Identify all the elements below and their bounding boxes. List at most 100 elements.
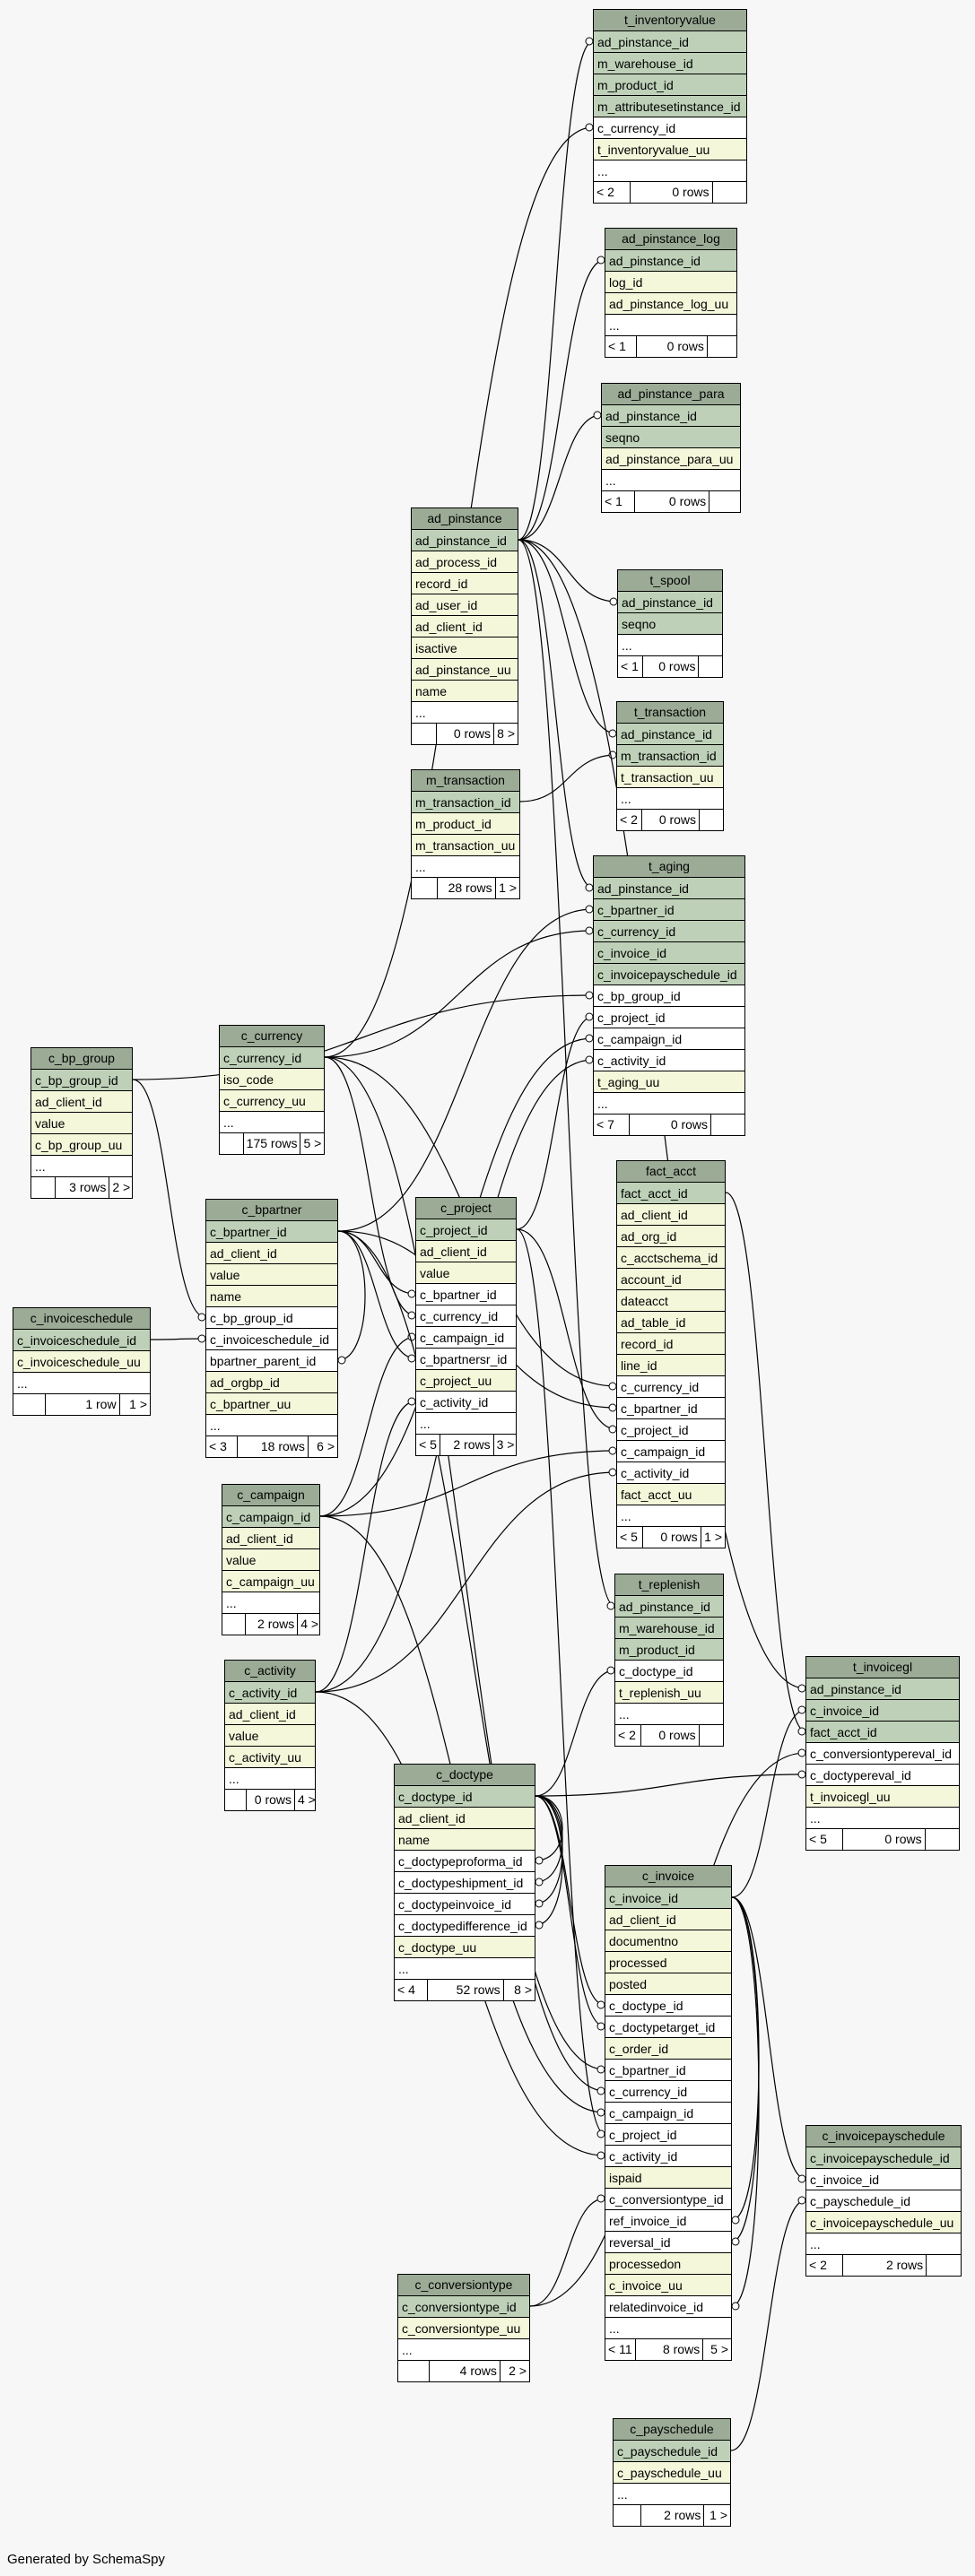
column-row: value — [416, 1262, 516, 1284]
fk-end-marker — [585, 123, 594, 132]
child-count: 2 > — [509, 2364, 527, 2378]
relationship-line — [319, 1450, 617, 1517]
relationship-line — [132, 994, 594, 1080]
column-row: value — [225, 1725, 315, 1747]
row-count: 2 rows — [440, 1435, 494, 1455]
fk-end-marker — [596, 2086, 605, 2095]
column-row: c_doctypeproforma_id — [395, 1851, 535, 1872]
row-count: 0 rows — [631, 182, 713, 203]
row-count: 0 rows — [247, 1790, 295, 1810]
table-title[interactable]: fact_acct — [617, 1161, 725, 1183]
more-columns-indicator: ... — [605, 315, 736, 336]
parent-count: < 5 — [806, 1829, 843, 1850]
column-row: c_campaign_id — [594, 1028, 744, 1050]
fk-end-marker — [585, 926, 594, 935]
table-title[interactable]: ad_pinstance — [412, 508, 518, 530]
column-row: c_conversiontype_uu — [398, 2318, 529, 2339]
fk-end-marker — [797, 1705, 806, 1714]
table-title[interactable]: c_currency — [220, 1026, 324, 1047]
table-title[interactable]: c_bpartner — [206, 1200, 337, 1221]
column-row: c_bpartner_id — [594, 899, 744, 921]
relationship-line — [518, 40, 594, 541]
more-columns-indicator: ... — [395, 1958, 535, 1980]
fk-end-marker — [731, 2237, 740, 2246]
table-title[interactable]: c_conversiontype — [398, 2275, 529, 2296]
row-count: 1 row — [46, 1394, 120, 1415]
fk-end-marker — [797, 1727, 806, 1736]
column-row: ad_orgbp_id — [206, 1372, 337, 1393]
fk-end-marker — [585, 991, 594, 1000]
column-row: ref_invoice_id — [605, 2210, 731, 2232]
table-title[interactable]: t_aging — [594, 856, 744, 878]
table-title[interactable]: t_replenish — [615, 1574, 723, 1596]
table-title[interactable]: t_inventoryvalue — [594, 10, 746, 31]
relationship-line — [731, 1896, 760, 2307]
column-row: c_campaign_id — [416, 1327, 516, 1349]
column-row: seqno — [618, 613, 722, 635]
table-title[interactable]: c_doctype — [395, 1765, 535, 1786]
table-title[interactable]: c_project — [416, 1198, 516, 1219]
fk-end-marker — [596, 2151, 605, 2160]
fk-end-marker — [585, 883, 594, 892]
child-count — [927, 2255, 961, 2276]
column-row: t_invoicegl_uu — [806, 1786, 959, 1808]
fk-end-marker — [407, 1311, 416, 1320]
table-title[interactable]: c_payschedule — [614, 2419, 730, 2441]
table-title[interactable]: c_invoicepayschedule — [806, 2126, 961, 2147]
parent-count — [398, 2361, 431, 2381]
table-title[interactable]: c_activity — [225, 1661, 315, 1682]
column-row: m_attributesetinstance_id — [594, 96, 746, 117]
more-columns-indicator: ... — [806, 1808, 959, 1829]
relationship-line — [337, 908, 594, 1232]
table-title[interactable]: ad_pinstance_log — [605, 229, 736, 250]
column-row: record_id — [617, 1333, 725, 1355]
column-row: ad_client_id — [225, 1704, 315, 1725]
fk-end-marker — [535, 1921, 544, 1930]
child-count: 1 > — [129, 1397, 147, 1411]
table-title[interactable]: c_campaign — [222, 1485, 319, 1506]
row-count: 0 rows — [641, 1725, 700, 1746]
relationship-line — [535, 1795, 605, 2027]
row-count: 4 rows — [430, 2361, 501, 2381]
parent-count — [614, 2505, 642, 2526]
table-title[interactable]: c_bp_group — [31, 1048, 132, 1070]
table-title[interactable]: ad_pinstance_para — [602, 384, 740, 405]
column-row: ad_pinstance_id — [617, 724, 723, 745]
column-row: c_project_id — [594, 1007, 744, 1028]
fk-end-marker — [585, 1012, 594, 1021]
table-title[interactable]: t_spool — [618, 570, 722, 592]
table-title[interactable]: m_transaction — [412, 770, 519, 792]
table-title[interactable]: t_transaction — [617, 702, 723, 724]
fk-end-marker — [596, 2108, 605, 2117]
table-title[interactable]: c_invoice — [605, 1866, 731, 1887]
column-row: ad_client_id — [605, 1909, 731, 1930]
fk-end-marker — [608, 1403, 617, 1412]
more-columns-indicator: ... — [13, 1373, 150, 1394]
generated-by-label: Generated by SchemaSpy — [7, 2552, 165, 2567]
parent-count: < 4 — [395, 1980, 429, 2000]
column-row: c_project_id — [416, 1219, 516, 1241]
table-title[interactable]: c_invoiceschedule — [13, 1308, 150, 1330]
fk-end-marker — [731, 2302, 740, 2311]
row-count: 2 rows — [843, 2255, 927, 2276]
fk-end-marker — [407, 1354, 416, 1363]
fk-end-marker — [608, 729, 617, 738]
more-columns-indicator: ... — [605, 2318, 731, 2339]
child-count — [711, 1115, 744, 1135]
parent-count — [31, 1177, 56, 1198]
relationship-line — [516, 1016, 594, 1230]
table-title[interactable]: t_invoicegl — [806, 1657, 959, 1678]
table-footer: 1 row 1 > — [13, 1394, 150, 1415]
column-row: m_product_id — [412, 813, 519, 835]
fk-end-marker — [608, 1425, 617, 1434]
